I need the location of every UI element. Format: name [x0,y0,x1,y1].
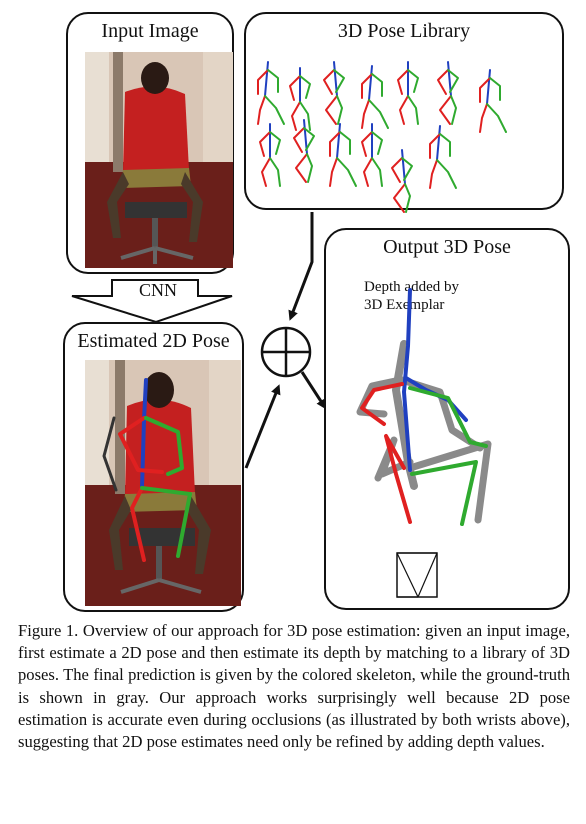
estimated-photo [85,360,241,606]
figure-caption: Figure 1. Overview of our approach for 3… [18,620,570,753]
output-3d-pose-title: Output 3D Pose [383,236,511,258]
input-photo [85,52,233,268]
figure-caption-text: Figure 1. Overview of our approach for 3… [18,621,570,752]
estimated-photo-drawing [85,360,241,606]
estimated-2d-pose-title: Estimated 2D Pose [77,330,230,352]
cnn-label: CNN [138,280,177,300]
input-image-title: Input Image [101,20,199,42]
depth-annotation-line1: Depth added by [364,279,459,295]
depth-annotation: Depth added by 3D Exemplar [364,278,459,314]
combine-operator [260,326,312,378]
depth-annotation-line2: 3D Exemplar [364,297,445,313]
input-photo-drawing [85,52,233,268]
pose-library-title: 3D Pose Library [337,20,471,42]
pose-library-panel: 3D Pose Library [244,12,564,210]
